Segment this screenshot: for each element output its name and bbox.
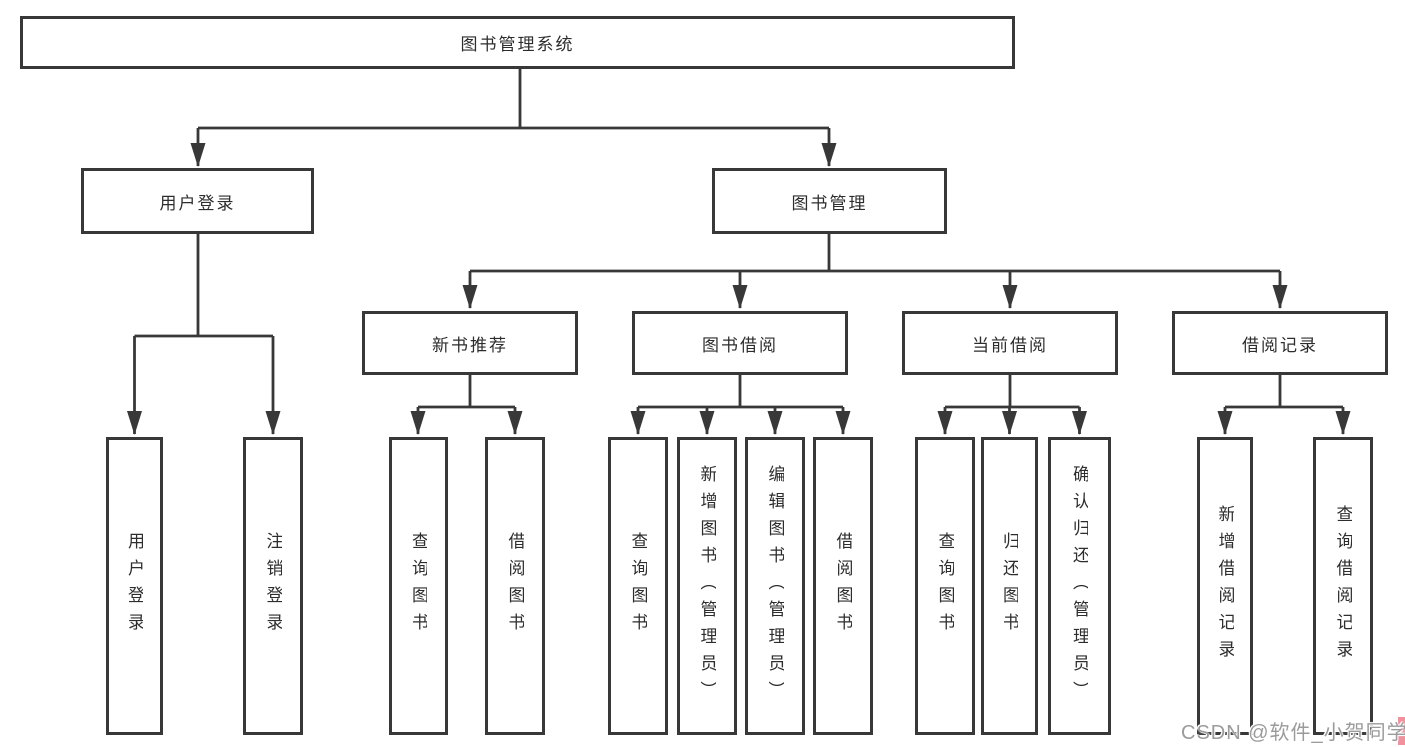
system-root-node: 图书管理系统 (20, 16, 1015, 69)
book-management-node: 图书管理 (712, 168, 947, 234)
bb-add-books-admin-label: 新增图书（管理员） (698, 464, 716, 708)
user-login-node: 用户登录 (81, 168, 314, 234)
logout-leaf-node: 注销登录 (243, 437, 303, 735)
cb-query-books-node: 查询图书 (915, 437, 975, 735)
bb-borrow-books-label: 借阅图书 (834, 532, 852, 640)
cb-return-books-node: 归还图书 (981, 437, 1038, 735)
cb-confirm-return-admin-label: 确认归还（管理员） (1071, 464, 1088, 708)
nb-borrow-books-node: 借阅图书 (485, 437, 545, 735)
nb-query-books-label: 查询图书 (410, 532, 427, 640)
system-root-label: 图书管理系统 (460, 35, 575, 54)
book-management-label: 图书管理 (791, 193, 868, 213)
borrow-record-label: 借阅记录 (1242, 335, 1318, 355)
logout-leaf-label: 注销登录 (264, 532, 282, 640)
new-book-recommend-node: 新书推荐 (362, 311, 578, 375)
bb-edit-books-admin-node: 编辑图书（管理员） (745, 437, 805, 735)
cb-confirm-return-admin-node: 确认归还（管理员） (1048, 437, 1111, 735)
user-login-label: 用户登录 (159, 193, 236, 213)
cb-return-books-label: 归还图书 (1001, 532, 1018, 640)
bb-query-books-node: 查询图书 (608, 437, 668, 735)
br-query-record-label: 查询借阅记录 (1334, 505, 1352, 667)
current-borrow-node: 当前借阅 (902, 311, 1118, 375)
br-query-record-node: 查询借阅记录 (1313, 437, 1373, 735)
watermark: CSDN @软件_小贺同学 (1181, 722, 1405, 744)
bb-borrow-books-node: 借阅图书 (813, 437, 873, 735)
br-add-record-node: 新增借阅记录 (1197, 437, 1253, 735)
nb-query-books-node: 查询图书 (389, 437, 448, 735)
bb-query-books-label: 查询图书 (629, 532, 647, 640)
borrow-record-node: 借阅记录 (1172, 311, 1388, 375)
login-leaf-label: 用户登录 (126, 532, 143, 640)
new-book-recommend-label: 新书推荐 (432, 335, 508, 355)
book-borrow-node: 图书借阅 (632, 311, 848, 375)
bb-edit-books-admin-label: 编辑图书（管理员） (766, 464, 784, 708)
csdn-logo-fragment (1398, 717, 1405, 745)
bb-add-books-admin-node: 新增图书（管理员） (677, 437, 737, 735)
br-add-record-label: 新增借阅记录 (1216, 505, 1234, 667)
cb-query-books-label: 查询图书 (936, 532, 954, 640)
nb-borrow-books-label: 借阅图书 (506, 532, 524, 640)
book-borrow-label: 图书借阅 (702, 335, 778, 355)
current-borrow-label: 当前借阅 (972, 335, 1048, 355)
login-leaf-node: 用户登录 (106, 437, 163, 735)
